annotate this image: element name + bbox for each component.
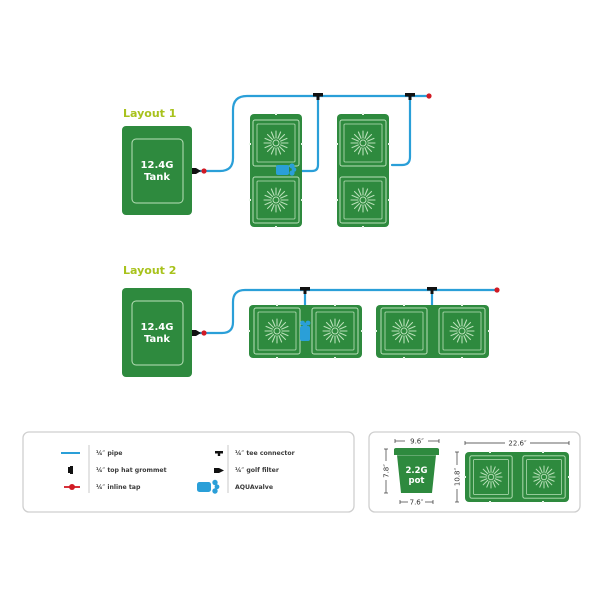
inline-tap: [201, 330, 207, 336]
inline-tap: [201, 168, 207, 174]
pot-top-width-dimension: [394, 439, 440, 443]
end-tap: [426, 93, 432, 99]
legend-label-golf-filter: ¼″ golf filter: [235, 467, 280, 474]
tank-label-capacity: 12.4G: [141, 322, 174, 333]
dimensions-panel: 2.2G pot 9.6″ 7.8″ 7.6″: [368, 431, 581, 513]
tray-layout-2-b: [375, 304, 490, 359]
branch-pipe-1: [293, 94, 320, 173]
legend-label-aquavalve: AQUAvalve: [235, 484, 273, 491]
tray-height-label: 10.8″: [454, 468, 462, 487]
tee-connector: [427, 287, 437, 294]
pot-height-dimension: [384, 448, 388, 494]
end-tap: [494, 287, 500, 293]
aquavalve: [300, 320, 311, 341]
tee-connector-icon: [215, 451, 223, 456]
main-pipe: [198, 94, 430, 173]
tee-connector: [405, 93, 415, 100]
branch-pipe-2: [390, 94, 412, 167]
top-hat-grommet-icon: [68, 466, 73, 474]
tray-width-label: 22.6″: [508, 440, 527, 448]
legend-label-inline-tap: ¼″ inline tap: [96, 484, 141, 491]
top-hat-grommet: [192, 168, 201, 174]
layout-1: Layout 1 12.4G Tank: [122, 93, 432, 228]
pot-height-label: 7.8″: [383, 464, 391, 478]
tank-label: Tank: [144, 172, 170, 183]
tank-layout-2: 12.4G Tank: [122, 288, 192, 377]
pot-top-width-label: 9.6″: [410, 438, 424, 446]
pot-bottom-width-dimension: [399, 500, 434, 504]
tray-height-dimension: [455, 451, 459, 503]
tee-connector: [300, 287, 310, 294]
pot-bottom-width-label: 7.6″: [410, 499, 424, 507]
tray-width-dimension: [464, 441, 570, 445]
inline-tap-icon: [64, 484, 80, 490]
tank-layout-1: 12.4G Tank: [122, 126, 192, 215]
pot-label-capacity: 2.2G: [405, 466, 427, 476]
legend-label-pipe: ¼″ pipe: [96, 450, 123, 457]
pot-diagram: 2.2G pot: [394, 448, 439, 493]
main-pipe: [198, 288, 498, 335]
top-hat-grommet: [192, 330, 201, 336]
tank-label-capacity: 12.4G: [141, 160, 174, 171]
pot-label: pot: [409, 476, 425, 486]
layout-1-title: Layout 1: [123, 107, 176, 120]
legend-label-tee: ¼″ tee connector: [235, 450, 296, 457]
layout-2-title: Layout 2: [123, 264, 176, 277]
legend-panel: ¼″ pipe ¼″ top hat grommet ¼″ inline tap…: [22, 431, 355, 513]
tee-connector: [313, 93, 323, 100]
tray-diagram: [464, 451, 570, 503]
pipe-network-layout-1: [198, 94, 430, 173]
layout-2: Layout 2 12.4G Tank: [122, 264, 500, 377]
tank-label: Tank: [144, 334, 170, 345]
legend-label-grommet: ¼″ top hat grommet: [96, 467, 167, 474]
aquavalve-icon: [197, 479, 220, 494]
tray-layout-1-b: [336, 113, 390, 228]
golf-filter-icon: [214, 468, 224, 473]
aquavalve: [276, 163, 297, 176]
